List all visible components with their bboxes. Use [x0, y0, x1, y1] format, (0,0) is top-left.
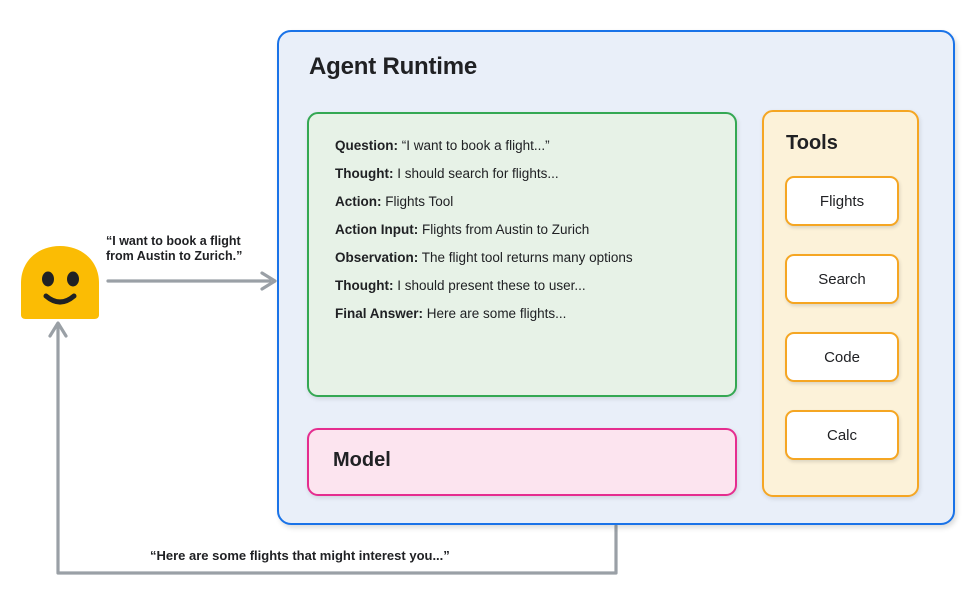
tools-box: Tools Flights Search Code Calc [762, 110, 919, 497]
avatar-left-eye [42, 271, 54, 287]
trace-value: Flights from Austin to Zurich [422, 222, 590, 237]
trace-value: “I want to book a flight...” [401, 138, 550, 153]
tool-item-flights[interactable]: Flights [785, 176, 899, 226]
avatar-right-eye [67, 271, 79, 287]
trace-label: Question: [335, 138, 398, 153]
trace-label: Thought: [335, 278, 394, 293]
model-box: Model [307, 428, 737, 496]
agent-runtime-container: Agent Runtime Question: “I want to book … [277, 30, 955, 525]
trace-line: Question: “I want to book a flight...” [335, 132, 735, 160]
trace-label: Action: [335, 194, 382, 209]
trace-value: Here are some flights... [426, 306, 567, 321]
trace-line: Action: Flights Tool [335, 188, 735, 216]
trace-value: I should search for flights... [397, 166, 559, 181]
tool-list: Flights Search Code Calc [785, 176, 899, 460]
trace-line: Thought: I should search for flights... [335, 160, 735, 188]
agent-response-label: “Here are some flights that might intere… [150, 548, 450, 563]
user-to-runtime-arrow [106, 271, 277, 291]
tools-title: Tools [786, 132, 838, 154]
avatar-smile [43, 293, 77, 305]
trace-line: Action Input: Flights from Austin to Zur… [335, 216, 735, 244]
trace-label: Final Answer: [335, 306, 424, 321]
agent-runtime-title: Agent Runtime [309, 53, 478, 80]
tool-item-code[interactable]: Code [785, 332, 899, 382]
trace-line: Thought: I should present these to user.… [335, 272, 735, 300]
trace-label: Thought: [335, 166, 394, 181]
trace-line: Observation: The flight tool returns man… [335, 244, 735, 272]
model-title: Model [333, 449, 391, 471]
trace-line: Final Answer: Here are some flights... [335, 300, 735, 328]
trace-value: The flight tool returns many options [421, 250, 633, 265]
trace-value: Flights Tool [385, 194, 454, 209]
tool-item-search[interactable]: Search [785, 254, 899, 304]
trace-label: Action Input: [335, 222, 419, 237]
tool-item-calc[interactable]: Calc [785, 410, 899, 460]
user-request-label: “I want to book a flight from Austin to … [106, 234, 243, 263]
user-avatar [21, 246, 99, 319]
trace-label: Observation: [335, 250, 419, 265]
trace-value: I should present these to user... [397, 278, 586, 293]
react-trace-box: Question: “I want to book a flight...” T… [307, 112, 737, 397]
